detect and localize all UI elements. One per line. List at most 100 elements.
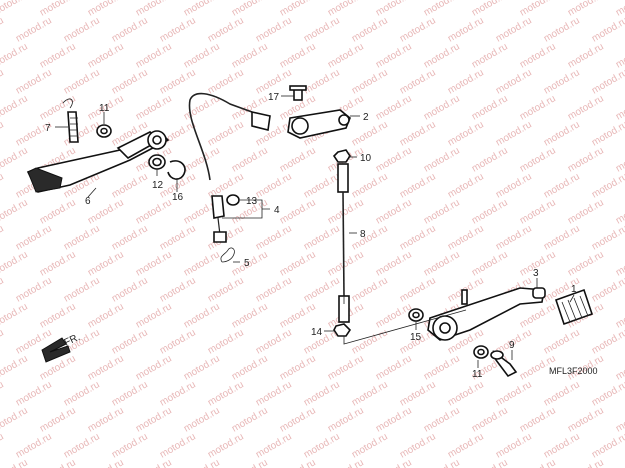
watermark-text: motod.ru [0, 41, 30, 70]
watermark-text: motod.ru [542, 15, 582, 44]
watermark-text: motod.ru [230, 41, 270, 70]
callout-10: 10 [360, 153, 372, 164]
watermark-text: motod.ru [398, 171, 438, 200]
watermark-text: motod.ru [0, 405, 30, 434]
watermark-text: motod.ru [590, 379, 625, 408]
watermark-text: motod.ru [590, 119, 625, 148]
watermark-text: motod.ru [182, 353, 222, 382]
shift-rod-part-8 [337, 163, 350, 323]
callout-8: 8 [360, 229, 366, 240]
watermark-text: motod.ru [446, 223, 486, 252]
watermark-text: motod.ru [542, 327, 582, 356]
watermark-text: motod.ru [326, 249, 366, 278]
watermark-text: motod.ru [38, 405, 78, 434]
watermark-text: motod.ru [38, 301, 78, 330]
watermark-text: motod.ru [230, 405, 270, 434]
watermark-text: motod.ru [0, 15, 6, 44]
watermark-text: motod.ru [254, 275, 294, 304]
watermark-text: motod.ru [326, 457, 366, 468]
watermark-text: motod.ru [350, 275, 390, 304]
watermark-text: motod.ru [110, 67, 150, 96]
watermark-text: motod.ru [446, 119, 486, 148]
watermark-text: motod.ru [518, 145, 558, 174]
watermark-text: motod.ru [590, 327, 625, 356]
watermark-text: motod.ru [38, 197, 78, 226]
watermark-text: motod.ru [350, 15, 390, 44]
watermark-text: motod.ru [422, 145, 462, 174]
watermark-text: motod.ru [14, 379, 54, 408]
watermark-text: motod.ru [518, 41, 558, 70]
watermark-text: motod.ru [350, 67, 390, 96]
watermark-text: motod.ru [206, 15, 246, 44]
watermark-text: motod.ru [62, 431, 102, 460]
watermark-text: motod.ru [278, 0, 318, 19]
callout-4: 4 [274, 205, 280, 216]
rubber-peg-part-1 [554, 288, 594, 326]
watermark-text: motod.ru [350, 223, 390, 252]
watermark-text: motod.ru [134, 197, 174, 226]
watermark-text: motod.ru [398, 379, 438, 408]
callout-1: 1 [571, 284, 577, 295]
watermark-text: motod.ru [278, 405, 318, 434]
watermark-text: motod.ru [518, 197, 558, 226]
watermark-text: motod.ru [254, 171, 294, 200]
watermark-text: motod.ru [206, 327, 246, 356]
watermark-text: motod.ru [374, 249, 414, 278]
watermark-text: motod.ru [134, 353, 174, 382]
watermark-text: motod.ru [0, 197, 30, 226]
watermark-text: motod.ru [398, 67, 438, 96]
watermark-text: motod.ru [0, 93, 30, 122]
diagram-code: MFL3F2000 [549, 366, 598, 376]
shift-arm-part-2 [287, 109, 351, 139]
watermark-text: motod.ru [590, 431, 625, 460]
watermark-text: motod.ru [542, 171, 582, 200]
watermark-text: motod.ru [182, 41, 222, 70]
watermark-text: motod.ru [134, 405, 174, 434]
watermark-text: motod.ru [590, 15, 625, 44]
leader-lines [55, 95, 575, 368]
watermark-text: motod.ru [230, 353, 270, 382]
watermark-text: motod.ru [0, 249, 30, 278]
watermark-text: motod.ru [614, 41, 625, 70]
watermark-text: motod.ru [446, 171, 486, 200]
watermark-text: motod.ru [278, 197, 318, 226]
watermark-text: motod.ru [590, 171, 625, 200]
watermark-text: motod.ru [158, 431, 198, 460]
watermark-text: motod.ru [590, 223, 625, 252]
watermark-text: motod.ru [62, 379, 102, 408]
watermark-text: motod.ru [0, 301, 30, 330]
callout-2: 2 [363, 112, 369, 123]
watermark-text: motod.ru [134, 0, 174, 19]
watermark-text: motod.ru [206, 67, 246, 96]
watermark-text: motod.ru [86, 405, 126, 434]
watermark-text: motod.ru [110, 15, 150, 44]
watermark-text: motod.ru [494, 223, 534, 252]
watermark-text: motod.ru [158, 223, 198, 252]
watermark-text: motod.ru [110, 431, 150, 460]
watermark-text: motod.ru [494, 15, 534, 44]
watermark-text: motod.ru [0, 353, 30, 382]
watermark-text: motod.ru [470, 249, 510, 278]
watermark-text: motod.ru [398, 431, 438, 460]
watermark-text: motod.ru [518, 0, 558, 19]
callout-5: 5 [244, 258, 250, 269]
watermark-text: motod.ru [326, 197, 366, 226]
clip-part-16 [167, 160, 186, 180]
watermark-text: motod.ru [0, 327, 6, 356]
watermark-text: motod.ru [86, 249, 126, 278]
watermark-text: motod.ru [206, 119, 246, 148]
callout-17: 17 [268, 92, 280, 103]
watermark-text: motod.ru [134, 457, 174, 468]
watermark-text: motod.ru [14, 431, 54, 460]
watermark-text: motod.ru [350, 119, 390, 148]
watermark-text: motod.ru [446, 67, 486, 96]
watermark-text: motod.ru [38, 41, 78, 70]
watermark-text: motod.ru [398, 223, 438, 252]
watermark-text: motod.ru [518, 93, 558, 122]
watermark-text: motod.ru [134, 41, 174, 70]
washer-part-11-top [96, 124, 112, 138]
watermark-text: motod.ru [182, 0, 222, 19]
spring-part-5 [220, 247, 235, 263]
watermark-text: motod.ru [0, 0, 30, 19]
